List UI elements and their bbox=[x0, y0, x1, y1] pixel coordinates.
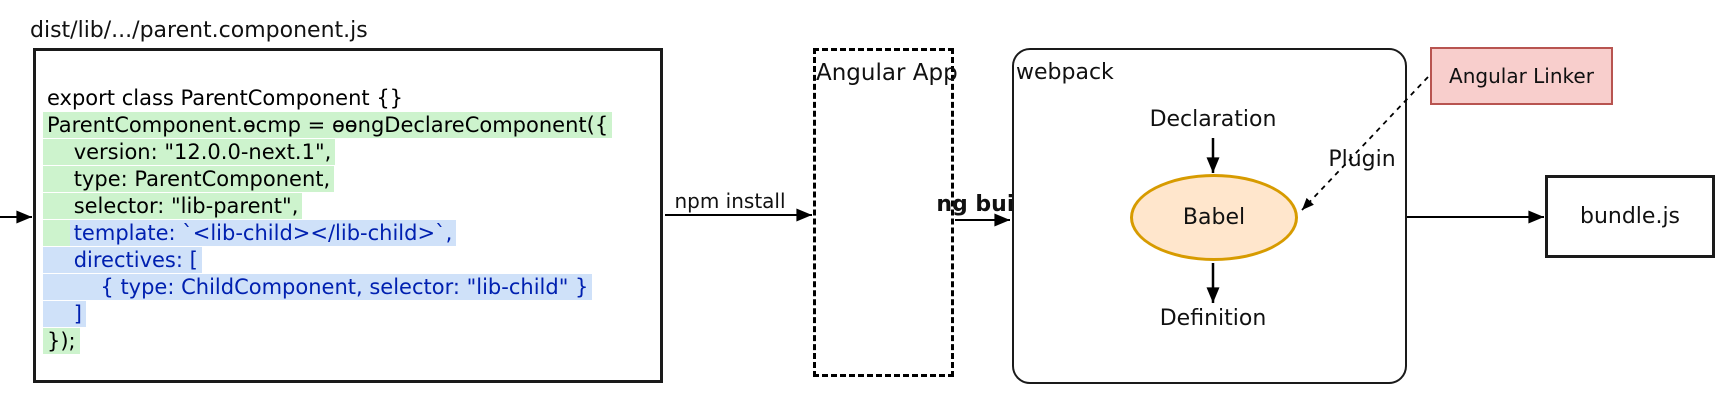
code-segment: ] bbox=[43, 301, 86, 327]
code-line: type: ParentComponent, bbox=[43, 166, 608, 193]
code-block: export class ParentComponent {}ParentCom… bbox=[43, 85, 613, 355]
code-segment: }); bbox=[43, 328, 80, 354]
code-segment: version: "12.0.0-next.1", bbox=[43, 139, 336, 165]
code-line: export class ParentComponent {} bbox=[47, 85, 608, 112]
code-segment: template: `<lib-child></lib-child>`, bbox=[69, 220, 457, 246]
code-line: { type: ChildComponent, selector: "lib-c… bbox=[43, 274, 608, 301]
npm-install-arrow-label: npm install bbox=[674, 189, 786, 213]
code-line: template: `<lib-child></lib-child>`, bbox=[43, 220, 608, 247]
code-segment: selector: "lib-parent", bbox=[43, 193, 303, 219]
code-line: ] bbox=[43, 301, 608, 328]
bundle-js-label: bundle.js bbox=[1579, 204, 1681, 229]
code-segment: type: ParentComponent, bbox=[43, 166, 335, 192]
code-segment: directives: [ bbox=[43, 247, 202, 273]
babel-ellipse: Babel bbox=[1130, 174, 1298, 261]
code-line: }); bbox=[43, 328, 608, 355]
code-segment: export class ParentComponent {} bbox=[47, 86, 404, 110]
code-segment: { type: ChildComponent, selector: "lib-c… bbox=[43, 274, 593, 300]
webpack-label: webpack bbox=[1016, 60, 1114, 85]
code-line: version: "12.0.0-next.1", bbox=[43, 139, 608, 166]
angular-app-box: Angular App bbox=[813, 48, 958, 377]
file-path-title: dist/lib/.../parent.component.js bbox=[30, 18, 368, 43]
angular-linker-label: Angular Linker bbox=[1449, 64, 1594, 88]
bundle-js-box: bundle.js bbox=[1545, 175, 1715, 258]
code-line: ParentComponent.ɵcmp = ɵɵngDeclareCompon… bbox=[43, 112, 613, 139]
plugin-arrow-label: Plugin bbox=[1328, 147, 1396, 172]
angular-linker-box: Angular Linker bbox=[1430, 47, 1613, 105]
code-line: selector: "lib-parent", bbox=[43, 193, 608, 220]
babel-label: Babel bbox=[1182, 205, 1246, 230]
angular-app-label: Angular App bbox=[816, 60, 958, 86]
code-line: directives: [ bbox=[43, 247, 608, 274]
declaration-label: Declaration bbox=[1149, 107, 1277, 132]
definition-label: Definition bbox=[1159, 306, 1267, 331]
code-segment: ParentComponent.ɵcmp = ɵɵngDeclareCompon… bbox=[43, 112, 613, 138]
